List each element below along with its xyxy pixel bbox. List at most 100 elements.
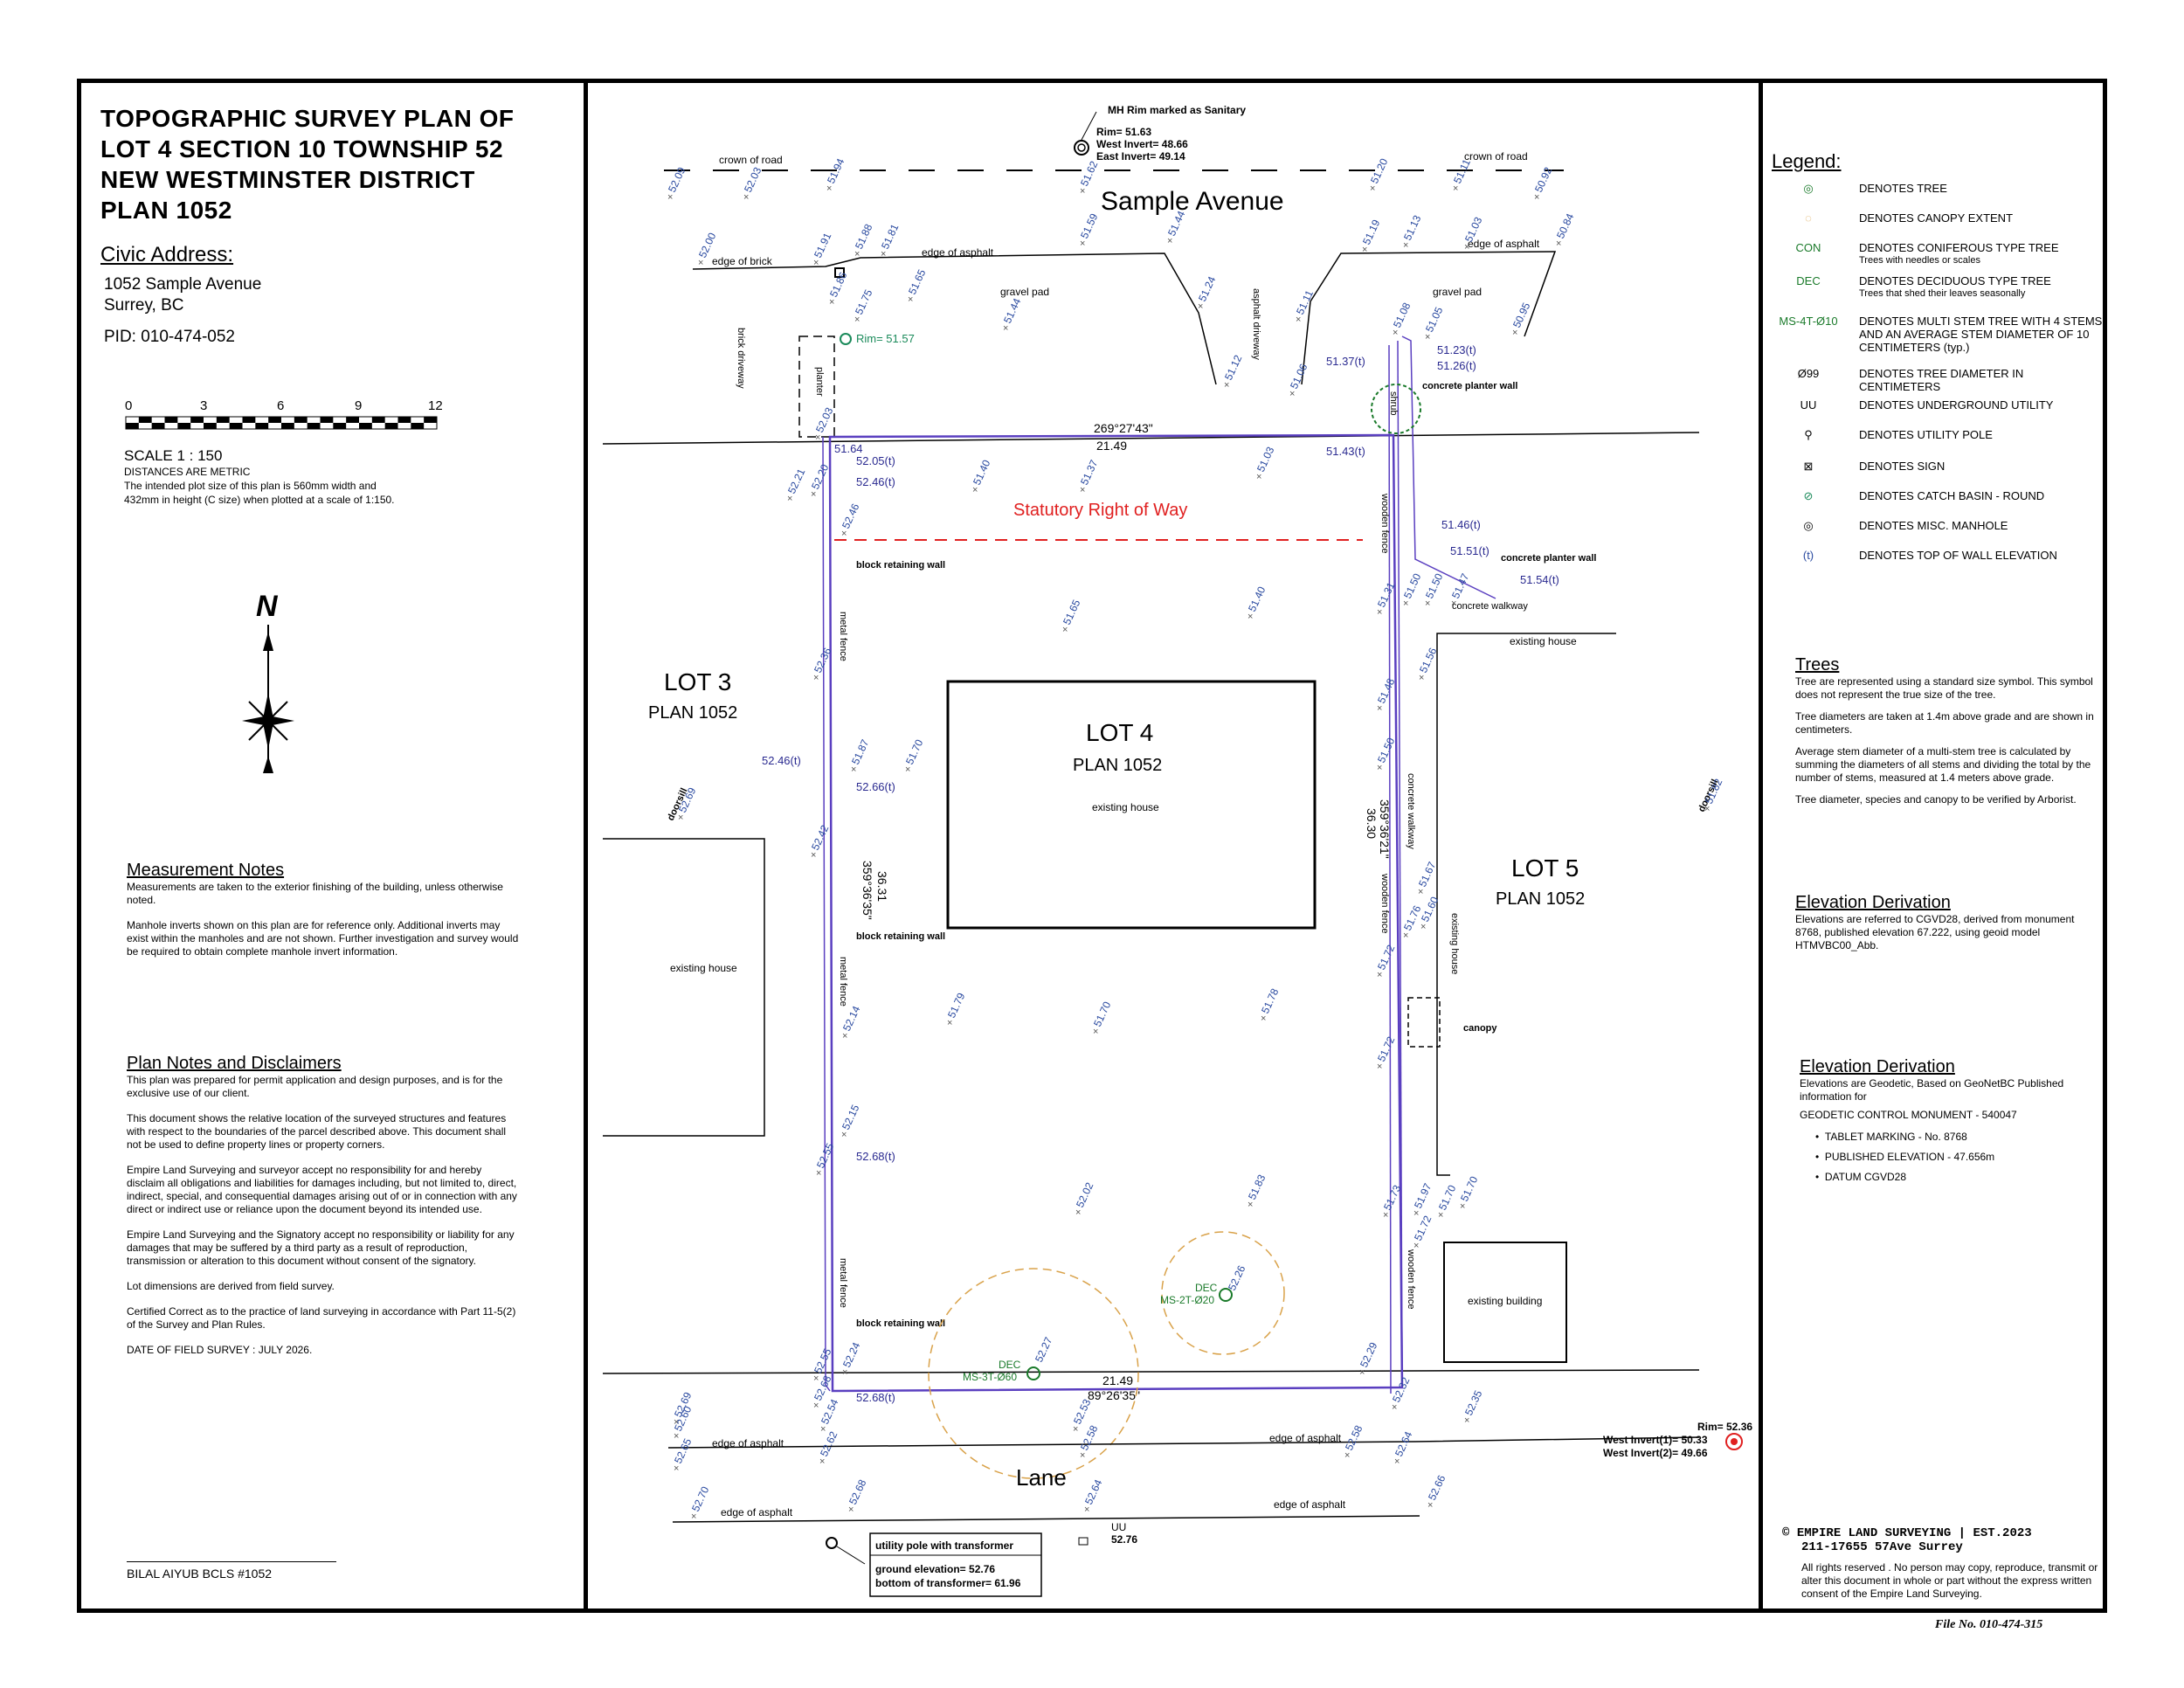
spot-elevation: 51.59 bbox=[1078, 211, 1101, 240]
spot-elevation: 51.70 bbox=[1436, 1183, 1459, 1212]
spot-marker: × bbox=[1534, 192, 1539, 203]
spot-marker: × bbox=[854, 249, 860, 259]
spot-elevation: 52.55 bbox=[812, 1346, 834, 1375]
bearing-label: 359°36'21" bbox=[1378, 799, 1392, 859]
building-label: existing building bbox=[1468, 1295, 1542, 1307]
tree-icon bbox=[1219, 1288, 1233, 1302]
street-name: Lane bbox=[1016, 1464, 1067, 1491]
scale-cell bbox=[138, 417, 152, 423]
legend-symbol-icon: CON bbox=[1795, 241, 1821, 254]
company-name: © EMPIRE LAND SURVEYING | EST.2023 bbox=[1782, 1526, 2105, 1540]
legend-text: DENOTES TREE bbox=[1859, 182, 1947, 195]
title-line: PLAN 1052 bbox=[100, 197, 232, 224]
spot-marker: × bbox=[691, 1512, 696, 1522]
bullet-item: • DATUM CGVD28 bbox=[1815, 1171, 1906, 1183]
scale-tick-label: 0 bbox=[125, 398, 132, 413]
legend-item: ◌DENOTES CANOPY EXTENT bbox=[1772, 211, 2086, 238]
edge-of-asphalt-line bbox=[672, 1515, 1420, 1523]
spot-marker: × bbox=[820, 1424, 826, 1435]
bearing-label: 89°26'35" bbox=[1088, 1388, 1140, 1402]
file-number: File No. 010-474-315 bbox=[1935, 1618, 2043, 1631]
note-paragraph: DATE OF FIELD SURVEY : JULY 2026. bbox=[127, 1344, 313, 1356]
spot-elevation: 51.05 bbox=[1423, 305, 1446, 334]
pole-note: utility pole with transformer bbox=[875, 1539, 1013, 1552]
spot-marker: × bbox=[816, 1168, 821, 1179]
spot-marker: × bbox=[1377, 607, 1382, 618]
utility-pole-icon bbox=[826, 1537, 838, 1549]
spot-marker: × bbox=[1403, 930, 1408, 941]
top-of-wall-elevation: 52.68(t) bbox=[856, 1391, 895, 1404]
spot-marker: × bbox=[1344, 1450, 1350, 1461]
scale-cell bbox=[333, 423, 347, 429]
spot-elevation: 51.79 bbox=[945, 991, 968, 1020]
spot-marker: × bbox=[1362, 245, 1367, 255]
spot-elevation: 51.44 bbox=[1001, 296, 1024, 325]
shrub-label: shrub bbox=[1388, 391, 1399, 416]
spot-marker: × bbox=[848, 1505, 854, 1515]
uu-label: UU bbox=[1111, 1521, 1126, 1533]
edge-label: edge of asphalt bbox=[721, 1506, 793, 1519]
spot-marker: × bbox=[1248, 612, 1253, 622]
title-line: LOT 4 SECTION 10 TOWNSHIP 52 bbox=[100, 135, 504, 163]
measurement-heading: Measurement Notes bbox=[127, 861, 285, 880]
company-name-text: EMPIRE LAND SURVEYING | EST.2023 bbox=[1796, 1526, 2032, 1540]
scale-tick-label: 9 bbox=[355, 398, 362, 413]
scale-bar-graphic: 0 3 6 9 12 bbox=[125, 398, 443, 430]
scale-cell bbox=[229, 423, 243, 429]
scale-cell bbox=[255, 423, 269, 429]
civic-address-line: Surrey, BC bbox=[104, 296, 184, 315]
canopy-label: canopy bbox=[1463, 1023, 1497, 1034]
spot-elevation: 51.56 bbox=[1417, 646, 1440, 675]
edge-label: edge of asphalt bbox=[1274, 1498, 1346, 1511]
spot-marker: × bbox=[1425, 332, 1430, 342]
fence-label: wooden fence bbox=[1379, 493, 1390, 554]
legend-symbol-icon: ◎ bbox=[1803, 182, 1814, 195]
manhole-note: Rim= 51.63 bbox=[1096, 126, 1151, 138]
top-of-wall-elevation: 51.54(t) bbox=[1520, 573, 1559, 586]
spot-marker: × bbox=[829, 297, 834, 308]
legend-symbol-icon: (t) bbox=[1802, 549, 1814, 562]
spot-marker: × bbox=[1377, 1062, 1382, 1072]
spot-elevation: 51.24 bbox=[1196, 274, 1219, 303]
spot-elevation: 52.64 bbox=[1082, 1477, 1105, 1506]
scale-cells bbox=[125, 416, 438, 430]
legend-item: ◎DENOTES MISC. MANHOLE bbox=[1772, 519, 2086, 545]
scale-cell bbox=[204, 423, 217, 429]
house-label: existing house bbox=[1092, 801, 1159, 813]
spot-marker: × bbox=[1427, 1500, 1433, 1511]
legend-text: DENOTES TOP OF WALL ELEVATION bbox=[1859, 549, 2057, 562]
canopy-extent bbox=[1161, 1231, 1285, 1355]
spot-elevation: 51.03 bbox=[1254, 445, 1277, 474]
spot-elevation: 51.70 bbox=[1458, 1174, 1481, 1203]
gravel-label: gravel pad bbox=[1000, 286, 1049, 298]
house-label: existing house bbox=[670, 962, 737, 974]
spot-elevation: 51.37 bbox=[1078, 458, 1101, 487]
elevation-heading: Elevation Derivation bbox=[1795, 893, 1951, 912]
left-panel-divider bbox=[584, 79, 588, 1613]
spot-marker: × bbox=[698, 258, 703, 268]
spot-elevation: 51.50 bbox=[1375, 736, 1398, 764]
spot-marker: × bbox=[1080, 1450, 1085, 1461]
legend-symbol-icon: ⚲ bbox=[1804, 428, 1813, 441]
spot-elevation: 51.40 bbox=[971, 458, 993, 487]
tree-stem-label: MS-3T-Ø60 bbox=[963, 1371, 1017, 1383]
scale-cell bbox=[359, 423, 372, 429]
spot-elevation: 51.72 bbox=[1375, 943, 1398, 972]
canopy-outline bbox=[1407, 997, 1441, 1048]
top-of-wall-elevation: 52.46(t) bbox=[856, 475, 895, 488]
manhole-note: Rim= 52.36 bbox=[1697, 1421, 1752, 1433]
company-block: © EMPIRE LAND SURVEYING | EST.2023 211-1… bbox=[1782, 1526, 2105, 1601]
top-of-wall-elevation: 52.66(t) bbox=[856, 780, 895, 793]
scale-cell bbox=[294, 417, 308, 423]
spot-marker: × bbox=[1403, 598, 1408, 609]
scale-cell bbox=[151, 423, 165, 429]
scale-cell bbox=[397, 417, 411, 423]
lot-plan-label: PLAN 1052 bbox=[1496, 889, 1585, 909]
trees-heading: Trees bbox=[1795, 655, 1840, 675]
plan-notes-heading: Plan Notes and Disclaimers bbox=[127, 1054, 342, 1073]
spot-elevation: 51.19 bbox=[1360, 218, 1383, 246]
spot-elevation: 50.92 bbox=[1532, 165, 1555, 194]
